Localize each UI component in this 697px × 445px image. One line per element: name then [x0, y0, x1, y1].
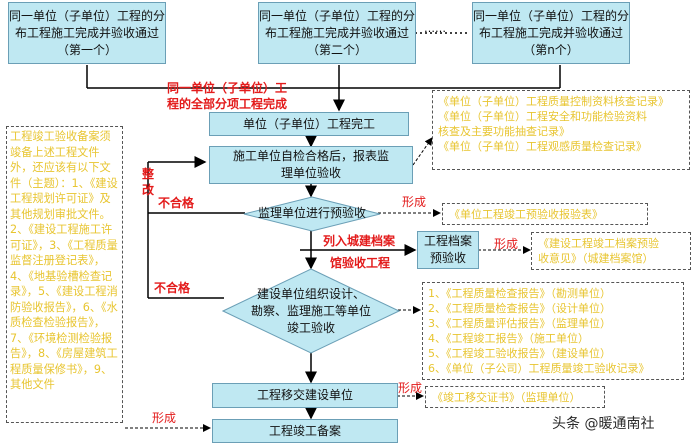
filing-documents-note: 工程竣工验收备案须竣备上述工程文件外，还应该有以下文件（主题）：1、《建设工程规…	[6, 126, 123, 423]
final-acceptance-text: 建设单位组织设计、 勘察、监理施工等单位 竣工验收	[222, 286, 400, 337]
subsection-box-second-line2: 布工程施工完成并验收通过	[264, 25, 409, 40]
filing-text: 工程竣工备案	[268, 423, 341, 438]
subsection-box-second-line1: 同一单位（子单位）工程的分	[259, 8, 416, 23]
archive-box-line2: 预验收	[429, 251, 466, 265]
form-label-1: 形成	[402, 195, 427, 209]
form-label-bottom: 形成	[152, 411, 177, 425]
archive-label: 列入城建档案	[323, 233, 395, 249]
quality-record-1: 《单位（子单位）工程质量控制资料核查记录》	[438, 95, 669, 108]
fail-label-2: 不合格	[154, 281, 191, 295]
self-check-line1: 施工单位自检合格后，报表监	[232, 149, 389, 163]
pre-acceptance-record-text: 《单位工程竣工预验收报验表》	[449, 208, 603, 221]
subsection-box-nth-line1: 同一单位（子单位）工程的分	[473, 8, 630, 23]
unit-complete-box: 单位（子单位）工程完工	[209, 112, 409, 136]
pre-acceptance-text: 监理单位进行预验收	[257, 206, 366, 220]
report-1: 1、《工程质量检查报告》（勘测单位）	[428, 287, 611, 300]
self-check-line2: 理单位验收	[280, 166, 341, 180]
subsection-box-first-line1: 同一单位（子单位）工程的分	[9, 8, 166, 23]
acceptance-reports: 1、《工程质量检查报告》（勘测单位） 2、《工程质量检查报告》（设计单位） 3、…	[422, 282, 684, 380]
handover-record-text: 《竣工移交证书》（监理单位）	[432, 391, 581, 404]
archive-label-2: 馆验收工程	[330, 256, 391, 270]
archive-box-line1: 工程档案	[423, 234, 472, 248]
archive-box: 工程档案 预验收	[417, 231, 479, 269]
subsection-box-first-line2: 布工程施工完成并验收通过	[14, 25, 159, 40]
filing-box: 工程竣工备案	[212, 419, 398, 443]
merge-label: 同一单位（子单位）工 程的全部分项工程完成	[157, 80, 297, 112]
form-label-3: 形成	[398, 381, 423, 395]
final-acceptance-diamond	[222, 268, 400, 354]
subsection-box-second: 同一单位（子单位）工程的分 布工程施工完成并验收通过 （第二个）	[258, 2, 416, 64]
rectify-label: 整 改	[142, 166, 154, 198]
self-check-box: 施工单位自检合格后，报表监 理单位验收	[209, 146, 413, 184]
subsection-box-first: 同一单位（子单位）工程的分 布工程施工完成并验收通过 （第一个）	[8, 2, 166, 64]
rectify-line1: 整	[142, 167, 155, 181]
fail-label-1: 不合格	[158, 196, 195, 210]
subsection-box-nth: 同一单位（子单位）工程的分 布工程施工完成并验收通过 （第n个）	[472, 2, 630, 64]
final-acceptance-line2: 勘察、监理施工等单位	[250, 304, 371, 318]
merge-label-line2: 程的全部分项工程完成	[166, 97, 287, 111]
ellipsis-dots: ……	[424, 22, 446, 35]
quality-records: 《单位（子单位）工程质量控制资料核查记录》 《单位（子单位）工程安全和功能检验资…	[432, 90, 690, 170]
watermark: 头条 @暖通南社	[552, 416, 655, 432]
pre-acceptance-diamond	[243, 196, 381, 232]
merge-label-line1: 同一单位（子单位）工	[166, 81, 287, 95]
quality-record-3: 核查及主要功能抽查记录》	[438, 125, 570, 138]
subsection-box-nth-line3: （第n个）	[523, 42, 579, 57]
archive-label-line1: 列入城建档案	[323, 234, 396, 248]
unit-complete-text: 单位（子单位）工程完工	[242, 116, 375, 131]
quality-record-2: 《单位（子单位）工程安全和功能检验资料	[438, 110, 647, 123]
archive-record-line1: 《建设工程竣工档案预验	[538, 237, 659, 250]
subsection-box-nth-line2: 布工程施工完成并验收通过	[478, 25, 623, 40]
final-acceptance-line1: 建设单位组织设计、	[256, 287, 365, 301]
handover-box: 工程移交建设单位	[212, 383, 398, 408]
archive-record: 《建设工程竣工档案预验 收意见》（城建档案馆）	[531, 232, 691, 270]
archive-record-line2: 收意见》（城建档案馆）	[538, 252, 654, 265]
quality-record-4: 《单位（子单位）工程观感质量检查记录》	[438, 140, 647, 153]
form-label-2: 形成	[494, 237, 519, 251]
report-3: 3、《工程质量评估报告》（监理单位）	[428, 317, 611, 330]
pre-acceptance-record: 《单位工程竣工预验收报验表》	[442, 203, 648, 225]
final-acceptance-line3: 竣工验收	[286, 321, 335, 335]
report-4: 4、《工程竣工报告》（施工单位）	[428, 332, 589, 345]
handover-record: 《竣工移交证书》（监理单位）	[425, 386, 605, 408]
report-5: 5、《工程竣工验收报告》（建设单位）	[428, 347, 611, 360]
subsection-box-second-line3: （第二个）	[306, 42, 367, 57]
filing-documents-text: 工程竣工验收备案须竣备上述工程文件外，还应该有以下文件（主题）：1、《建设工程规…	[10, 130, 118, 391]
subsection-box-first-line3: （第一个）	[56, 42, 117, 57]
report-6: 6、《单位（子公司）工程质量竣工验收记录》	[428, 362, 650, 375]
handover-text: 工程移交建设单位	[256, 388, 353, 402]
rectify-line2: 改	[142, 183, 155, 197]
report-2: 2、《工程质量检查报告》（设计单位）	[428, 302, 611, 315]
